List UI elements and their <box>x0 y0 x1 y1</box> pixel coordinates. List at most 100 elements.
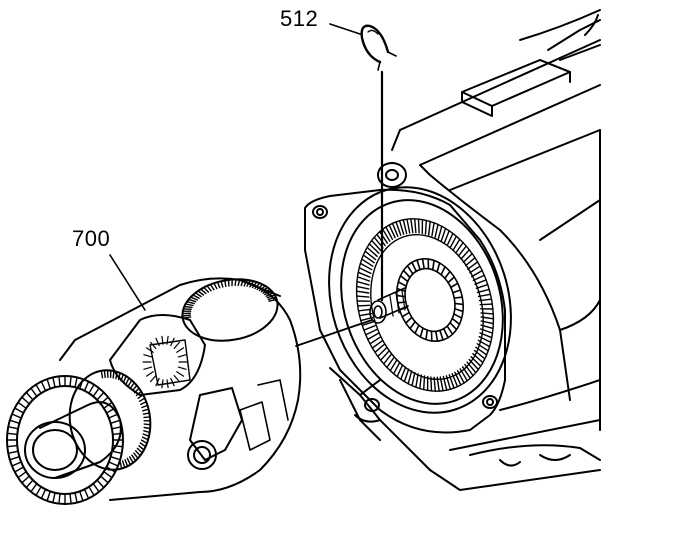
gear-tooth <box>140 439 148 444</box>
gear-tooth <box>477 293 492 298</box>
gear-tooth <box>440 265 446 276</box>
gear-tooth <box>421 258 426 270</box>
gear-tooth <box>99 396 109 405</box>
gear-tooth <box>6 444 18 448</box>
gear-tooth <box>445 375 452 390</box>
gear-tooth <box>478 335 492 343</box>
gear-tooth <box>449 321 458 331</box>
gear-tooth <box>265 292 274 297</box>
gear-tooth <box>402 269 411 279</box>
gear-tooth <box>17 401 27 409</box>
gear-tooth <box>452 238 461 251</box>
gear-tooth <box>442 327 449 339</box>
gear-tooth <box>197 290 205 296</box>
gear-tooth <box>249 280 255 288</box>
gear-tooth <box>357 271 371 278</box>
gear-tooth <box>142 433 150 437</box>
gear-tooth <box>398 220 405 235</box>
gear-tooth <box>480 312 494 315</box>
gear-tooth <box>88 383 95 394</box>
gear-tooth <box>476 288 490 294</box>
gear-tooth <box>243 279 248 287</box>
gear-tooth <box>141 404 149 409</box>
differential-700 <box>6 277 302 505</box>
gear-tooth <box>176 371 185 377</box>
callout-512-leader <box>329 23 361 35</box>
gear-tooth <box>88 486 95 497</box>
gear-tooth <box>475 346 488 356</box>
gear-tooth <box>143 426 151 430</box>
gear-tooth <box>400 366 407 380</box>
gear-tooth <box>443 230 450 244</box>
gear-tooth <box>472 274 485 282</box>
gear-tooth <box>25 479 34 489</box>
output-shaft-gear <box>369 258 464 342</box>
gear-tooth <box>136 447 143 454</box>
gear-tooth <box>471 269 483 278</box>
gear-tooth <box>407 370 413 385</box>
gear-tooth <box>177 354 187 358</box>
gear-tooth <box>119 461 123 470</box>
gear-tooth <box>443 270 451 280</box>
gear-tooth <box>462 252 473 263</box>
gear-tooth <box>431 259 435 271</box>
gear-tooth <box>371 239 382 252</box>
gear-tooth <box>416 259 421 271</box>
gear-tooth <box>52 492 56 504</box>
gear-tooth <box>267 296 277 301</box>
gear-tooth <box>121 460 126 469</box>
gear-tooth <box>109 419 121 424</box>
gear-tooth <box>14 407 25 414</box>
gear-tooth <box>379 230 389 244</box>
gear-tooth <box>439 376 444 392</box>
gear-tooth <box>264 290 273 296</box>
gear-tooth <box>46 378 51 390</box>
gear-tooth <box>138 397 146 402</box>
gear-tooth <box>431 222 435 237</box>
gear-tooth <box>366 246 378 257</box>
gear-tooth <box>145 371 154 377</box>
gear-tooth <box>143 354 153 358</box>
gear-tooth <box>126 457 132 466</box>
gear-tooth <box>124 459 129 467</box>
gear-tooth <box>120 373 124 382</box>
gear-tooth <box>403 368 410 383</box>
gear-tooth <box>194 292 202 298</box>
gear-tooth <box>142 408 150 412</box>
gear-tooth <box>183 305 193 309</box>
gear-tooth <box>14 466 25 473</box>
gear-tooth <box>401 311 411 318</box>
gear-tooth <box>92 387 100 397</box>
gear-tooth <box>474 279 487 285</box>
gear-tooth <box>356 285 370 290</box>
gear-tooth <box>131 384 138 391</box>
gear-tooth <box>128 456 134 464</box>
gear-tooth <box>395 221 402 236</box>
gear-tooth <box>125 377 130 385</box>
gear-tooth <box>176 347 185 353</box>
gear-tooth <box>143 423 152 426</box>
gear-tooth <box>58 493 61 505</box>
gear-tooth <box>189 296 199 301</box>
gear-tooth <box>480 320 494 325</box>
gear-tooth <box>11 413 22 419</box>
gear-tooth <box>428 220 431 236</box>
gear-tooth <box>209 283 215 291</box>
gear-tooth <box>479 328 494 334</box>
gear-tooth <box>7 450 19 454</box>
gear-tooth <box>480 316 495 320</box>
gear-tooth <box>46 490 51 502</box>
callout-label-512: 512 <box>280 6 319 31</box>
gear-tooth <box>17 471 27 479</box>
gear-tooth <box>258 285 266 292</box>
gear-tooth <box>262 288 271 294</box>
gear-tooth <box>455 241 464 254</box>
gear-tooth <box>459 368 468 382</box>
gear-tooth <box>9 456 20 461</box>
gear-tooth <box>425 329 429 341</box>
gear-tooth <box>150 375 157 383</box>
gear-tooth <box>453 307 464 313</box>
gear-tooth <box>409 320 417 330</box>
gear-tooth <box>58 375 61 387</box>
gear-tooth <box>392 361 401 375</box>
